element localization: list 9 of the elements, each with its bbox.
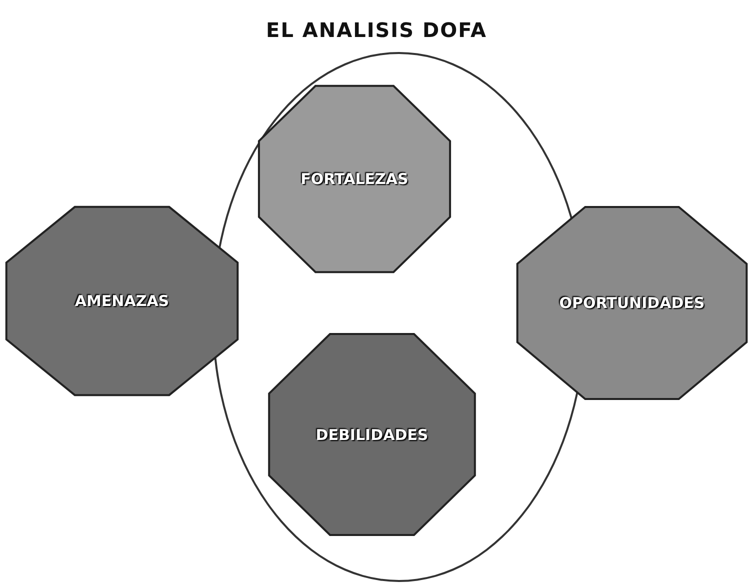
node-label: DEBILIDADES	[314, 426, 430, 444]
node-label: AMENAZAS	[74, 292, 170, 310]
octagon-shape	[267, 332, 477, 537]
title: EL ANALISIS DOFA	[265, 18, 488, 42]
octagon-shape	[515, 205, 749, 401]
octagon-shape	[4, 205, 240, 397]
node-label: OPORTUNIDADES	[558, 294, 706, 312]
octagon-shape	[257, 84, 452, 274]
node-label: FORTALEZAS	[300, 170, 410, 188]
